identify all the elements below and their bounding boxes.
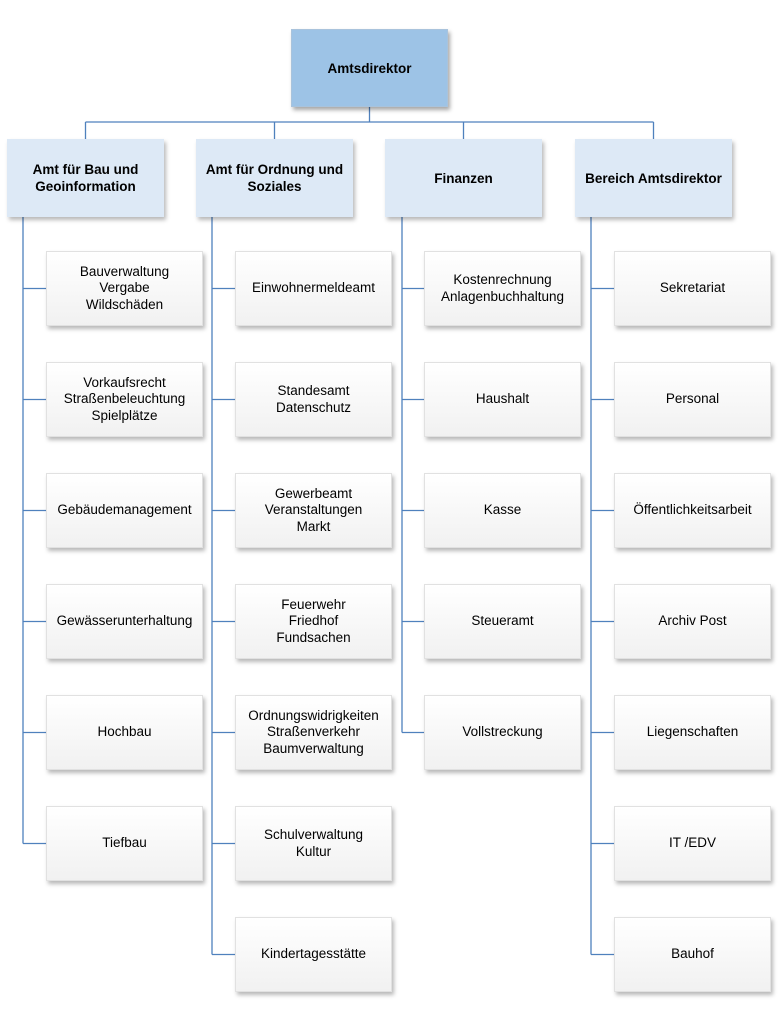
unit-box: Personal: [614, 362, 771, 437]
unit-box: Kasse: [424, 473, 581, 548]
unit-box: Bauverwaltung Vergabe Wildschäden: [46, 251, 203, 326]
unit-box: Tiefbau: [46, 806, 203, 881]
unit-box: Bauhof: [614, 917, 771, 992]
unit-box: Öffentlichkeitsarbeit: [614, 473, 771, 548]
department-box: Amt für Bau und Geoinformation: [7, 139, 164, 217]
unit-box: Ordnungswidrigkeiten Straßenverkehr Baum…: [235, 695, 392, 770]
unit-box: Sekretariat: [614, 251, 771, 326]
unit-box: Hochbau: [46, 695, 203, 770]
unit-box: Feuerwehr Friedhof Fundsachen: [235, 584, 392, 659]
unit-box: Vorkaufsrecht Straßenbeleuchtung Spielpl…: [46, 362, 203, 437]
unit-box: Einwohnermeldeamt: [235, 251, 392, 326]
unit-box: Steueramt: [424, 584, 581, 659]
unit-box: IT /EDV: [614, 806, 771, 881]
unit-box: Liegenschaften: [614, 695, 771, 770]
unit-box: Gewerbeamt Veranstaltungen Markt: [235, 473, 392, 548]
unit-box: Gewässerunterhaltung: [46, 584, 203, 659]
department-box: Finanzen: [385, 139, 542, 217]
unit-box: Kindertagesstätte: [235, 917, 392, 992]
unit-box: Gebäudemanagement: [46, 473, 203, 548]
unit-box: Haushalt: [424, 362, 581, 437]
unit-box: Schulverwaltung Kultur: [235, 806, 392, 881]
unit-box: Vollstreckung: [424, 695, 581, 770]
unit-box: Kostenrechnung Anlagenbuchhaltung: [424, 251, 581, 326]
department-box: Bereich Amtsdirektor: [575, 139, 732, 217]
department-box: Amt für Ordnung und Soziales: [196, 139, 353, 217]
unit-box: Archiv Post: [614, 584, 771, 659]
root-box-amtsdirektor: Amtsdirektor: [291, 29, 448, 107]
unit-box: Standesamt Datenschutz: [235, 362, 392, 437]
